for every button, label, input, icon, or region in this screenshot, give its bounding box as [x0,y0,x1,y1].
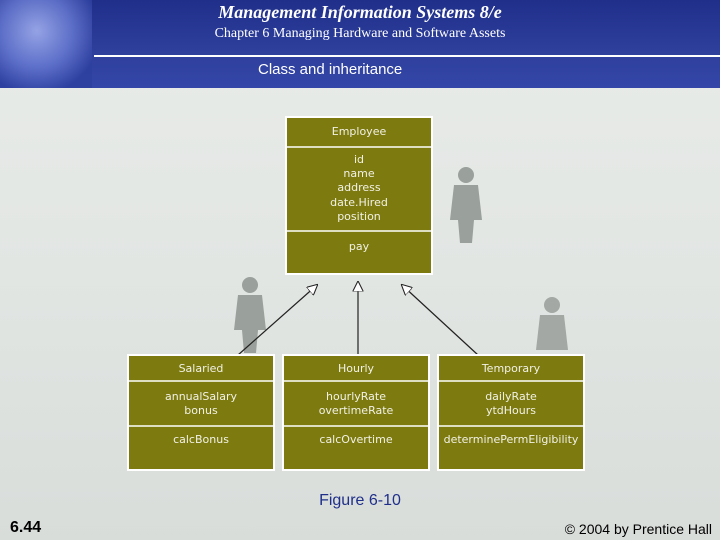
slide-title: Management Information Systems 8/e [218,2,502,22]
attr-hourly-rate: hourlyRate [326,390,386,403]
figure-caption: Figure 6-10 [319,492,401,509]
op-pay: pay [349,240,370,253]
header-divider [94,55,720,57]
attr-name: name [343,167,374,180]
attr-id: id [354,153,364,166]
class-name-employee: Employee [332,125,387,138]
class-box-hourly: Hourly hourlyRate overtimeRate calcOvert… [282,354,430,471]
op-determine-perm-eligibility: determinePermEligibility [444,433,579,446]
class-box-salaried: Salaried annualSalary bonus calcBonus [127,354,275,471]
page-number: 6.44 [10,519,42,536]
attr-position: position [337,210,381,223]
inheritance-arrow-salaried [237,285,317,356]
header-band: Management Information Systems 8/e Chapt… [0,0,720,88]
attr-daily-rate: dailyRate [485,390,537,403]
attr-address: address [337,181,380,194]
person-silhouette-icon-2 [234,277,266,353]
class-box-employee: Employee id name address date.Hired posi… [285,116,433,275]
inheritance-arrow-temporary [402,285,479,356]
attr-bonus: bonus [184,404,218,417]
class-name-temporary: Temporary [481,362,541,375]
person-silhouette-icon [450,167,482,243]
section-title: Class and inheritance [258,61,403,78]
attr-annual-salary: annualSalary [165,390,237,403]
class-name-salaried: Salaried [179,362,224,375]
slide-subtitle: Chapter 6 Managing Hardware and Software… [214,26,506,41]
op-calc-overtime: calcOvertime [319,433,392,446]
person-silhouette-icon-3 [536,297,568,350]
attr-date-hired: date.Hired [330,196,388,209]
globe-logo-icon [0,0,92,88]
op-calc-bonus: calcBonus [173,433,229,446]
attr-ytd-hours: ytdHours [486,404,536,417]
copyright-notice: © 2004 by Prentice Hall [564,521,712,537]
class-name-hourly: Hourly [338,362,375,375]
attr-overtime-rate: overtimeRate [319,404,394,417]
class-box-temporary: Temporary dailyRate ytdHours determinePe… [437,354,585,471]
